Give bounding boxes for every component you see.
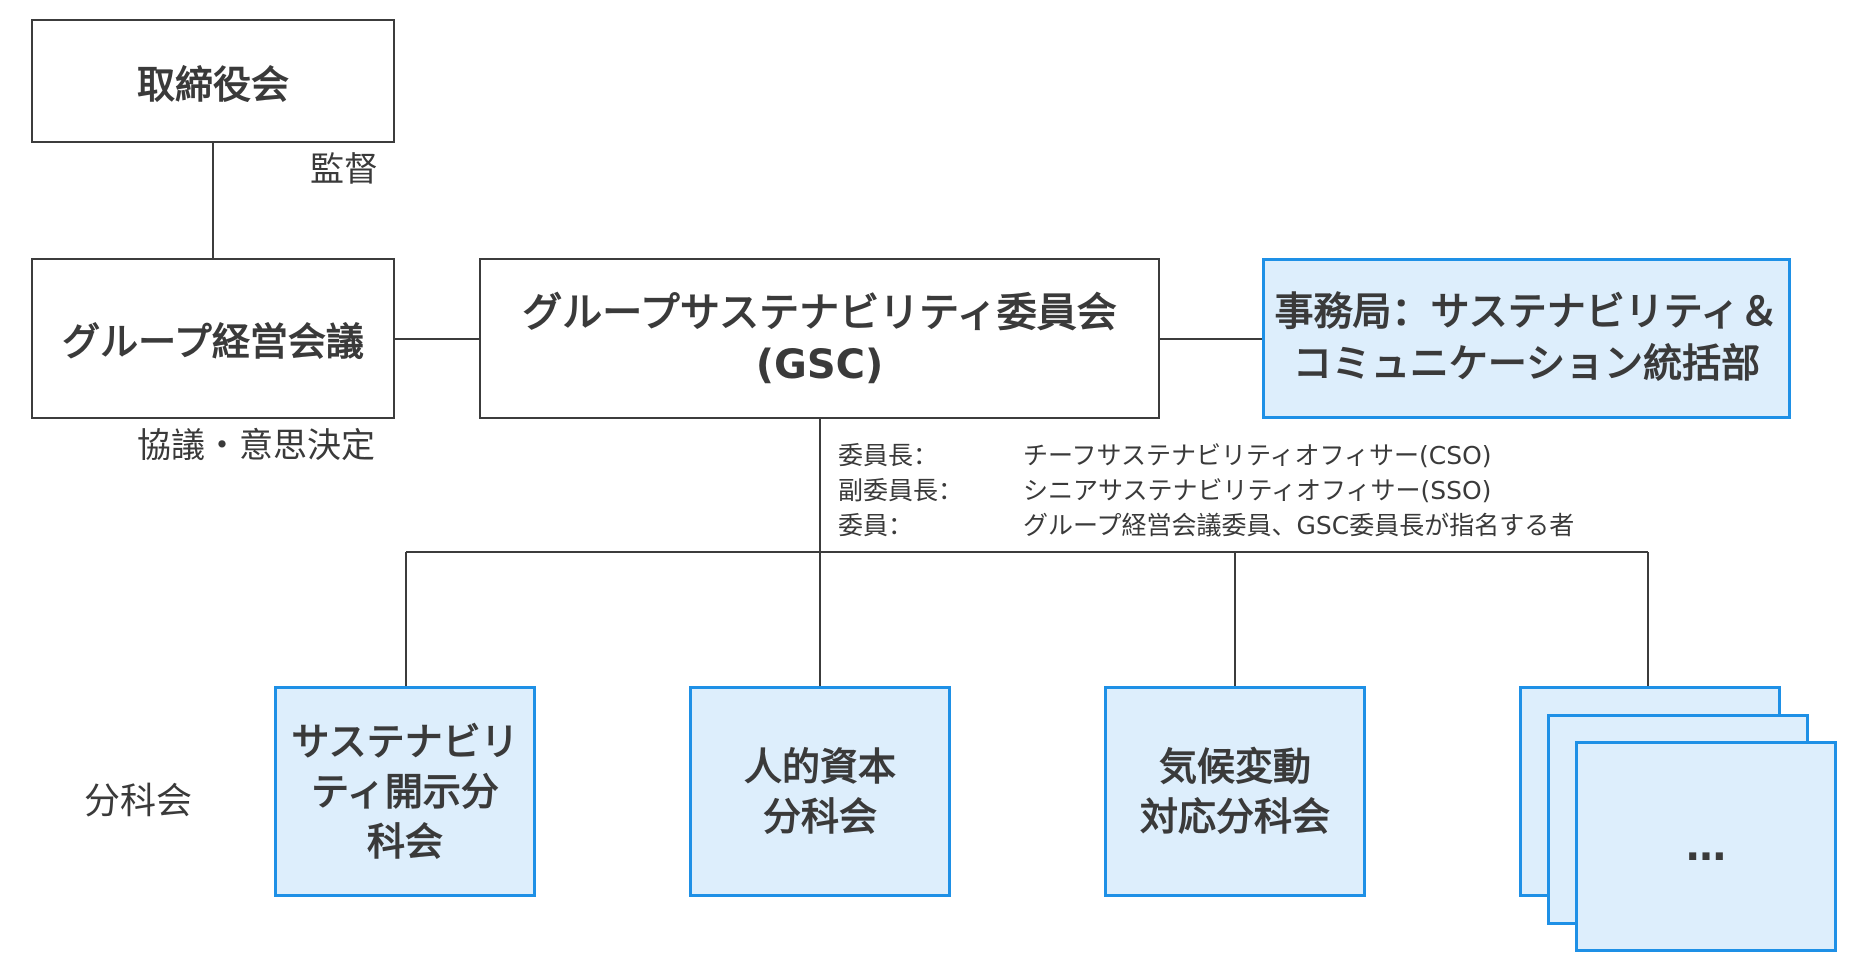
subcommittee-disclosure-box: サステナビリ ティ開示分 科会 — [274, 686, 536, 897]
gsc-box: グループサステナビリティ委員会 (GSC) — [479, 258, 1160, 419]
subcommittee-disclosure-title: サステナビリ ティ開示分 科会 — [291, 719, 519, 864]
board-box: 取締役会 — [31, 19, 395, 143]
group-management-title: グループ経営会議 — [62, 320, 364, 364]
secretariat-title: 事務局：サステナビリティ＆ コミュニケーション統括部 — [1274, 289, 1779, 387]
member-desc-chair: チーフサステナビリティオフィサー(CSO) — [1023, 441, 1492, 470]
member-role-vice-chair: 副委員長： — [838, 476, 964, 505]
deliberation-label: 協議・意思決定 — [137, 426, 375, 466]
subcommittee-label: 分科会 — [84, 781, 193, 822]
gsc-title: グループサステナビリティ委員会 (GSC) — [522, 289, 1117, 388]
member-role-member: 委員： — [838, 511, 914, 540]
member-desc-member: グループ経営会議委員、GSC委員長が指名する者 — [1023, 511, 1575, 540]
group-management-box: グループ経営会議 — [31, 258, 395, 419]
subcommittee-human-capital-box: 人的資本 分科会 — [689, 686, 951, 897]
subcommittee-human-capital-title: 人的資本 分科会 — [743, 744, 896, 839]
board-title: 取締役会 — [136, 62, 289, 107]
member-role-chair: 委員長： — [838, 441, 939, 470]
more-ellipsis: … — [1686, 823, 1726, 870]
supervise-label: 監督 — [310, 150, 378, 190]
more-stack-front: … — [1575, 741, 1837, 952]
subcommittee-climate-title: 気候変動 対応分科会 — [1139, 744, 1330, 839]
secretariat-box: 事務局：サステナビリティ＆ コミュニケーション統括部 — [1262, 258, 1791, 419]
member-desc-vice-chair: シニアサステナビリティオフィサー(SSO) — [1023, 476, 1492, 505]
subcommittee-climate-box: 気候変動 対応分科会 — [1104, 686, 1366, 897]
